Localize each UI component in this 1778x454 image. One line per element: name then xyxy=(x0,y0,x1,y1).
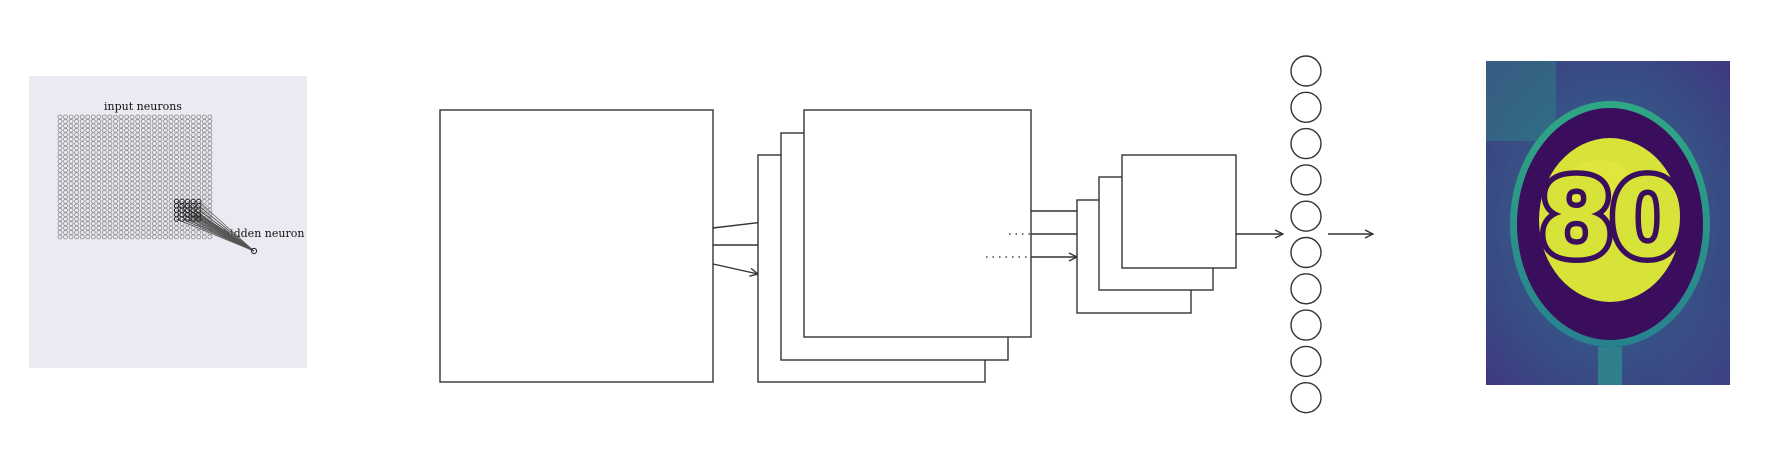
feature-map xyxy=(1122,155,1236,268)
output-neuron xyxy=(1291,238,1321,268)
sign-number: 80 xyxy=(1539,157,1681,282)
output-neuron xyxy=(1291,129,1321,159)
sign-pole xyxy=(1598,347,1622,385)
output-neuron xyxy=(1291,274,1321,304)
feature-map xyxy=(804,110,1031,337)
input-neurons-label: input neurons xyxy=(104,100,182,113)
output-neuron xyxy=(1291,56,1321,86)
output-neuron-column xyxy=(1291,56,1321,413)
output-neuron xyxy=(1291,92,1321,122)
output-neuron xyxy=(1291,346,1321,376)
output-neuron xyxy=(1291,201,1321,231)
input-layer-box xyxy=(440,110,713,382)
conv-layer-2-stack xyxy=(1077,155,1236,313)
conv-layer-1-stack xyxy=(758,110,1031,382)
output-neuron xyxy=(1291,165,1321,195)
receptive-field-panel: input neurons hidden neuron xyxy=(29,76,307,368)
output-neuron xyxy=(1291,310,1321,340)
arrow-to-feature-map-1 xyxy=(713,264,758,274)
output-neuron xyxy=(1291,383,1321,413)
speed-limit-sign-image: 80 xyxy=(1486,61,1730,385)
